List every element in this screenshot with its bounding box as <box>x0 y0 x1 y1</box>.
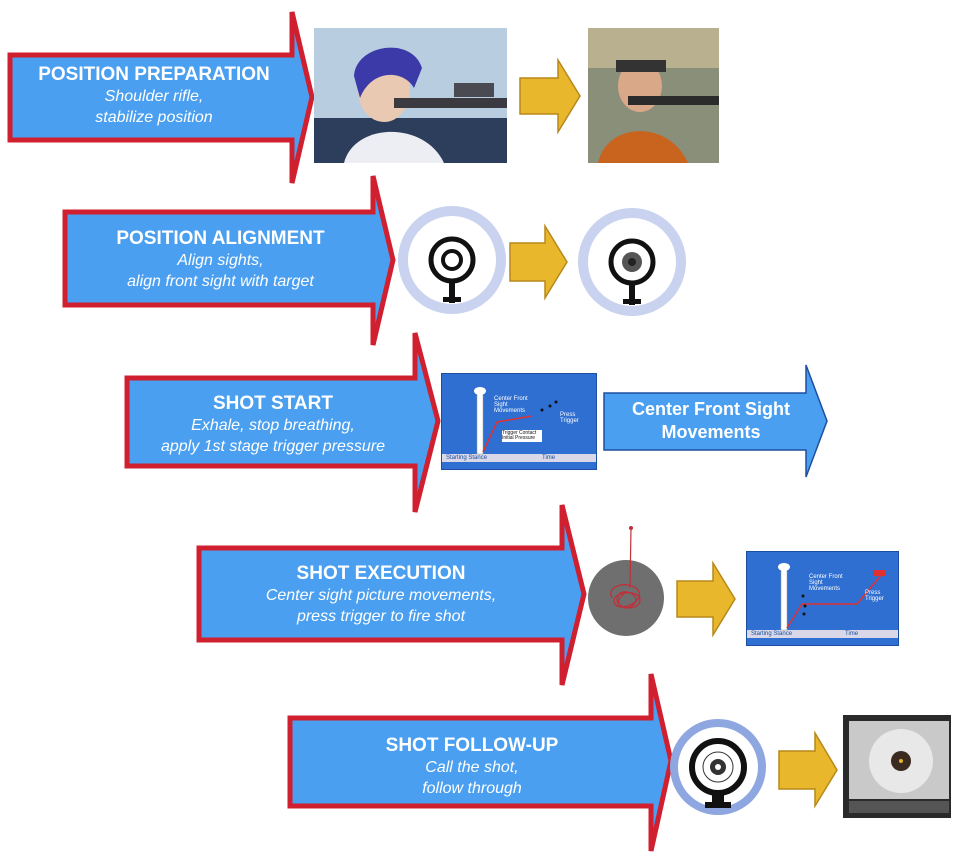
step-subtitle-line1: Center sight picture movements, <box>265 587 497 604</box>
trigger-pressure-chart-execution: Center Front Sight Movements Press Trigg… <box>746 551 899 646</box>
step-title: POSITION PREPARATION <box>38 64 270 85</box>
side-arrow-line2: Movements <box>661 422 761 442</box>
step-subtitle-line2: align front sight with target <box>127 273 314 290</box>
scoring-monitor-photo <box>843 715 951 818</box>
label-center-front-sight-2: Center Front Sight Movements <box>809 574 843 592</box>
hold-movement-trace-icon <box>588 526 664 636</box>
follow-up-sight-icon <box>670 719 766 815</box>
step-arrow-shot-execution <box>196 504 587 686</box>
step-arrow-position-preparation <box>7 11 315 184</box>
label-time-2: Time <box>845 631 859 637</box>
small-arrow-2 <box>509 223 568 301</box>
side-arrow-line1: Center Front Sight <box>632 399 790 419</box>
step-shot-execution-text: SHOT EXECUTION Center sight picture move… <box>200 563 562 627</box>
label-press-trigger: Press Trigger <box>560 412 579 424</box>
step-arrow-shot-start <box>124 332 441 513</box>
label-press-trigger-2: Press Trigger <box>865 590 884 602</box>
label-starting-stance: Starting Stance <box>446 455 488 461</box>
step-shot-follow-up-text: SHOT FOLLOW-UP Call the shot, follow thr… <box>292 735 652 799</box>
shooter-photo-preparation <box>314 28 507 163</box>
small-arrow-3 <box>676 560 736 638</box>
label-center-front-sight: Center Front Sight Movements <box>494 396 528 414</box>
trigger-chart-graphic <box>442 387 596 462</box>
step-subtitle-line2: press trigger to fire shot <box>296 608 466 625</box>
sight-picture-aligning-icon <box>398 206 506 314</box>
step-title: SHOT START <box>213 393 333 414</box>
step-subtitle-line2: stabilize position <box>95 109 213 126</box>
label-starting-stance-2: Starting Stance <box>751 631 793 637</box>
step-subtitle-line2: apply 1st stage trigger pressure <box>160 438 386 455</box>
step-subtitle-line1: Exhale, stop breathing, <box>191 417 355 434</box>
step-shot-start-text: SHOT START Exhale, stop breathing, apply… <box>128 393 418 457</box>
small-arrow-4 <box>778 730 838 809</box>
step-position-alignment-text: POSITION ALIGNMENT Align sights, align f… <box>68 228 373 292</box>
trigger-pressure-chart-start: Center Front Sight Movements Press Trigg… <box>441 373 597 470</box>
shooter-photo-image <box>314 28 507 163</box>
step-title: POSITION ALIGNMENT <box>116 228 325 249</box>
step-subtitle-line1: Call the shot, <box>425 759 519 776</box>
center-front-sight-arrow-text: Center Front Sight Movements <box>606 398 816 444</box>
trigger-chart-graphic-2 <box>747 563 898 638</box>
step-subtitle-line1: Shoulder rifle, <box>104 88 204 105</box>
shooter-photo-aimed-image <box>588 28 719 163</box>
label-time: Time <box>542 455 556 461</box>
step-subtitle-line2: follow through <box>422 780 522 797</box>
scoring-monitor-image <box>843 715 951 818</box>
step-arrow-shot-follow-up <box>287 673 674 852</box>
small-arrow-1 <box>519 57 581 135</box>
center-front-sight-arrow <box>603 364 828 478</box>
shooter-photo-aimed <box>588 28 719 163</box>
step-subtitle-line1: Align sights, <box>177 252 264 269</box>
label-trigger-contact: Trigger Contact Initial Pressure <box>502 430 537 441</box>
step-title: SHOT FOLLOW-UP <box>385 735 559 756</box>
sight-picture-aligned-icon <box>578 208 686 316</box>
step-title: SHOT EXECUTION <box>296 563 466 584</box>
step-position-preparation-text: POSITION PREPARATION Shoulder rifle, sta… <box>14 64 294 128</box>
step-arrow-position-alignment <box>62 175 396 346</box>
